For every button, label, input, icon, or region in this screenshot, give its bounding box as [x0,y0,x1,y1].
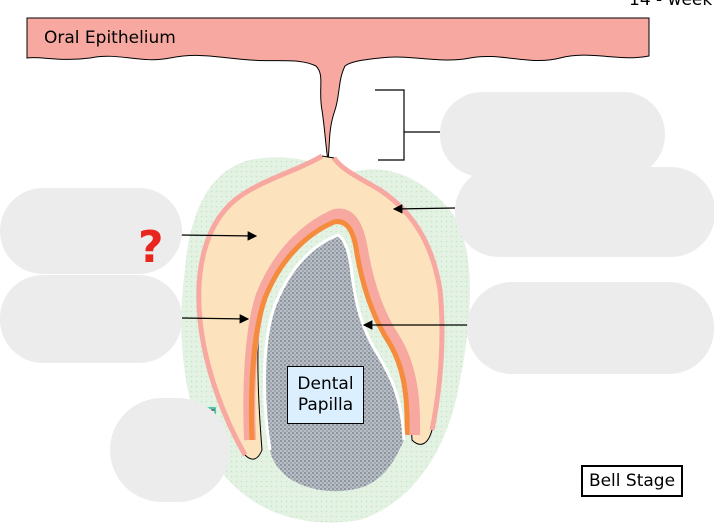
dental-papilla-label-line1: Dental [297,374,354,394]
label-cover-bottom-left [110,398,230,502]
bell-stage-label: Bell Stage [581,465,683,497]
outer-enamel-epithelium-right [331,156,445,431]
papilla-edge [263,233,406,451]
arrow-outer-enamel-epithelium [392,204,456,214]
arrow-stellate-reticulum [179,231,258,241]
outer-enamel-epithelium [196,153,324,457]
dental-papilla [264,235,404,492]
label-cover-right-upper [455,167,714,257]
arrow-inner-enamel-epithelium [181,314,250,324]
label-cover-right-lower [467,282,714,374]
label-cover-left-upper [0,188,182,274]
dental-papilla-label: Dental Papilla [287,366,364,424]
ameloblast-layer [248,219,410,441]
lamina-bracket [375,89,440,161]
label-cover-top-right [440,92,665,177]
label-cover-left-lower [0,275,182,363]
inner-enamel-epithelium [243,208,421,441]
corner-text: 14 - week [629,0,713,10]
dental-papilla-label-line2: Papilla [297,395,354,415]
oral-epithelium-label: Oral Epithelium [44,28,176,48]
question-mark: ? [138,222,164,273]
